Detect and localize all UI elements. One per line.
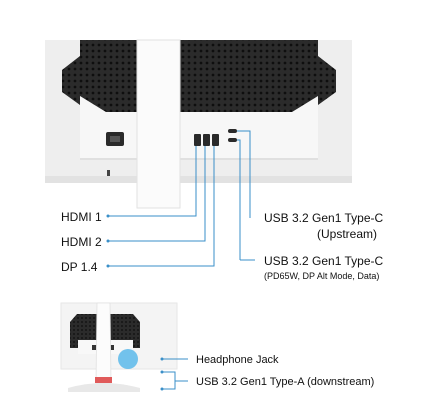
label-usbc-pd-sub: (PD65W, DP Alt Mode, Data) bbox=[264, 271, 380, 281]
label-hdmi1: HDMI 1 bbox=[61, 210, 102, 224]
leader-usbc-up bbox=[237, 130, 251, 218]
port-cluster bbox=[194, 129, 237, 146]
speaker-mesh bbox=[62, 40, 336, 118]
leader-hdmi2 bbox=[108, 146, 206, 242]
label-hdmi2: HDMI 2 bbox=[61, 235, 102, 249]
label-headphone: Headphone Jack bbox=[196, 354, 279, 366]
thumbnail-base bbox=[68, 383, 140, 392]
label-usbc-pd-title: USB 3.2 Gen1 Type-C bbox=[264, 254, 384, 268]
label-dp: DP 1.4 bbox=[61, 260, 98, 274]
leader-hdmi1 bbox=[108, 146, 197, 217]
leader-dp bbox=[108, 146, 215, 267]
label-usbc-up-title: USB 3.2 Gen1 Type-C bbox=[264, 211, 384, 225]
label-usbc-up-sub: (Upstream) bbox=[317, 227, 378, 241]
stand-neck bbox=[136, 39, 181, 209]
thumbnail-stand bbox=[95, 302, 112, 384]
label-usba-down: USB 3.2 Gen1 Type-A (downstream) bbox=[196, 376, 375, 388]
highlight-circle bbox=[118, 349, 138, 369]
leader-usbc-pd bbox=[237, 139, 241, 260]
